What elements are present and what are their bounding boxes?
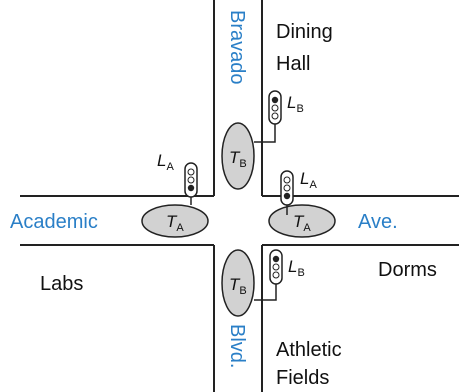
traffic-light-left: LA [157,151,198,205]
traffic-light-right-lamp-red [283,176,291,184]
street-label-bravado: Bravado [226,10,248,85]
street-label-academic: Academic [10,211,98,233]
pad-right-ellipse [268,204,336,238]
traffic-light-top-lamp-green [271,112,279,120]
pad-left: TA [141,204,209,238]
place-label-dorms: Dorms [378,259,437,281]
traffic-light-right-label: LA [300,169,317,191]
traffic-light-right: LA [280,169,317,215]
pad-bottom-ellipse [221,249,255,317]
traffic-light-left-lamp-yellow [187,176,195,184]
road-edges [20,0,459,392]
traffic-light-left-lamp-green [187,184,195,192]
wire-bottom [254,284,277,301]
pad-top-ellipse [221,122,255,190]
traffic-light-bottom-lamp-green [272,271,280,279]
pad-top-label: TB [229,148,247,170]
traffic-light-right-lamp-yellow [283,184,291,192]
wire-top [254,124,276,143]
place-label-athletic: Athletic [276,339,342,361]
place-label-labs: Labs [40,273,83,295]
place-label-fields: Fields [276,367,329,389]
traffic-light-top-lamp-yellow [271,104,279,112]
street-label-ave: Ave. [358,211,398,233]
pad-bottom: TB [221,249,255,317]
pad-left-label: TA [166,212,184,234]
place-label-dining: Dining [276,21,333,43]
traffic-light-top-lamp-red [271,96,279,104]
traffic-light-bottom-label: LB [288,257,305,279]
traffic-light-left-lamp-red [187,168,195,176]
pad-top: TB [221,122,255,190]
pad-right: TA [268,204,336,238]
pad-bottom-label: TB [229,275,247,297]
traffic-light-top: LB [254,90,304,143]
traffic-light-bottom-lamp-red [272,255,280,263]
pad-right-label: TA [293,212,311,234]
traffic-light-bottom-lamp-yellow [272,263,280,271]
traffic-light-left-label: LA [157,151,174,173]
pad-left-ellipse [141,204,209,238]
traffic-light-top-label: LB [287,93,304,115]
traffic-light-bottom: LB [254,249,305,301]
place-label-hall: Hall [276,53,310,75]
traffic-light-right-lamp-green [283,192,291,200]
street-label-blvd: Blvd. [226,324,248,368]
